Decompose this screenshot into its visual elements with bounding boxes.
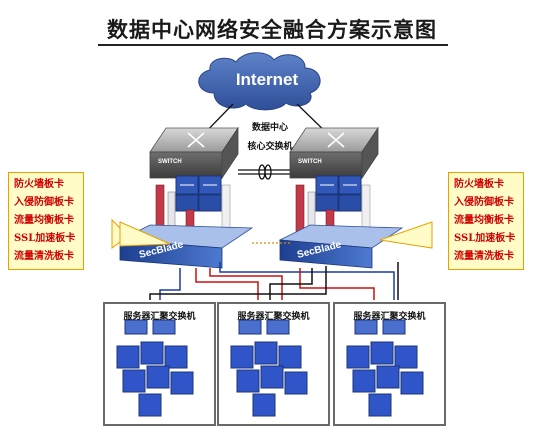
- core-switch-label-line1: 数据中心: [251, 123, 288, 133]
- core-switch-left: SWITCH SecBlade: [118, 126, 254, 269]
- downlinks-right: [149, 262, 399, 300]
- card-item: 流量清洗板卡: [454, 251, 514, 262]
- title-underline: [98, 44, 448, 46]
- callout-arrow-left: [119, 221, 171, 247]
- switch-interlink: [238, 164, 290, 180]
- server-group-1: 服务器汇聚交换机: [103, 302, 216, 426]
- server-group-label: 服务器汇聚交换机: [237, 312, 310, 322]
- core-switch-right: SWITCH SecBlade: [278, 126, 404, 269]
- card-item: SSL加速板卡: [14, 233, 76, 244]
- server-group-2: 服务器汇聚交换机: [217, 302, 330, 426]
- server-group-3: 服务器汇聚交换机: [333, 302, 446, 426]
- card-item: 防火墙板卡: [454, 179, 504, 190]
- module-icons-right: [315, 175, 362, 212]
- internet-cloud: [198, 52, 321, 111]
- core-switch-label-line2: 核心交换机: [247, 142, 293, 152]
- server-group-label: 服务器汇聚交换机: [353, 312, 426, 322]
- internet-label: Internet: [235, 70, 299, 89]
- card-item: SSL加速板卡: [454, 233, 516, 244]
- core-switch-label: 数据中心 核心交换机: [232, 119, 308, 157]
- card-list-left: 防火墙板卡 入侵防御板卡 流量均衡板卡 SSL加速板卡 流量清洗板卡: [8, 172, 84, 270]
- downlinks-left: [159, 262, 395, 300]
- card-item: 防火墙板卡: [14, 179, 64, 190]
- server-stack-2: [230, 319, 308, 417]
- callout-arrow-right: [379, 221, 433, 249]
- card-item: 流量清洗板卡: [14, 251, 74, 262]
- card-item: 流量均衡板卡: [14, 215, 74, 226]
- switch-label-right: SWITCH: [298, 159, 322, 165]
- page-title: 数据中心网络安全融合方案示意图: [107, 17, 437, 42]
- card-item: 入侵防御板卡: [454, 197, 514, 208]
- card-list-right: 防火墙板卡 入侵防御板卡 流量均衡板卡 SSL加速板卡 流量清洗板卡: [448, 172, 524, 270]
- switch-label-left: SWITCH: [158, 159, 182, 165]
- server-stack-3: [346, 319, 424, 417]
- module-icons-left: [175, 175, 222, 212]
- server-stack-1: [116, 319, 194, 417]
- card-item: 入侵防御板卡: [14, 197, 74, 208]
- card-item: 流量均衡板卡: [454, 215, 514, 226]
- server-group-label: 服务器汇聚交换机: [123, 312, 196, 322]
